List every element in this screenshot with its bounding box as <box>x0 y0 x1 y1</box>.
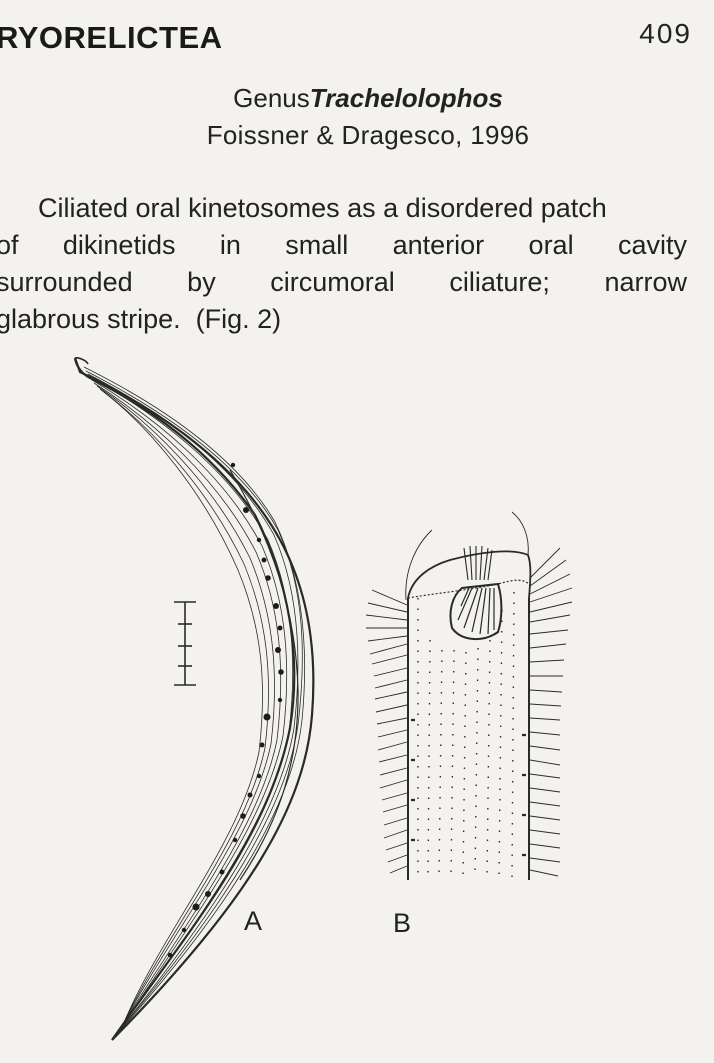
word: circumoral <box>270 267 395 297</box>
word: anterior <box>392 230 485 260</box>
left-cilia <box>365 589 408 874</box>
diagnosis-line-2: of dikinetids in small anterior oral cav… <box>0 227 687 264</box>
word: surrounded <box>0 267 133 297</box>
running-head: RYORELICTEA <box>0 20 223 55</box>
genus-heading: GenusTrachelolophos <box>0 83 714 114</box>
genus-prefix: Genus <box>233 83 310 113</box>
word: dikinetids <box>62 230 176 260</box>
taxon-authority: Foissner & Dragesco, 1996 <box>206 120 530 150</box>
cell-drawing-a <box>73 357 315 1041</box>
macronucleus-nodules <box>167 462 284 958</box>
word: cavity <box>617 230 687 260</box>
genus-name: Trachelolophos <box>309 83 503 113</box>
edge-dikinetids <box>411 718 526 857</box>
word: in <box>219 230 241 260</box>
figure-label-b: B <box>393 908 412 938</box>
word: by <box>187 267 216 297</box>
page-number: 409 <box>639 18 692 49</box>
diagnosis-line-1: Ciliated oral kinetosomes as a disordere… <box>38 193 607 223</box>
right-cilia <box>529 547 573 877</box>
word: small <box>285 230 349 260</box>
word: of <box>0 230 19 260</box>
word: oral <box>528 230 574 260</box>
figure-label-a: A <box>244 906 263 936</box>
kinetosome-rows <box>417 591 515 880</box>
diagnosis-line-3: surrounded by circumoral ciliature; narr… <box>0 264 687 301</box>
figure-2-illustration <box>73 357 573 1041</box>
word: narrow <box>604 267 687 297</box>
word: ciliature; <box>449 267 550 297</box>
diagnosis-line-4: glabrous stripe. (Fig. 2) <box>0 304 282 334</box>
anterior-end-drawing-b <box>365 511 573 880</box>
scale-bar <box>174 601 196 686</box>
